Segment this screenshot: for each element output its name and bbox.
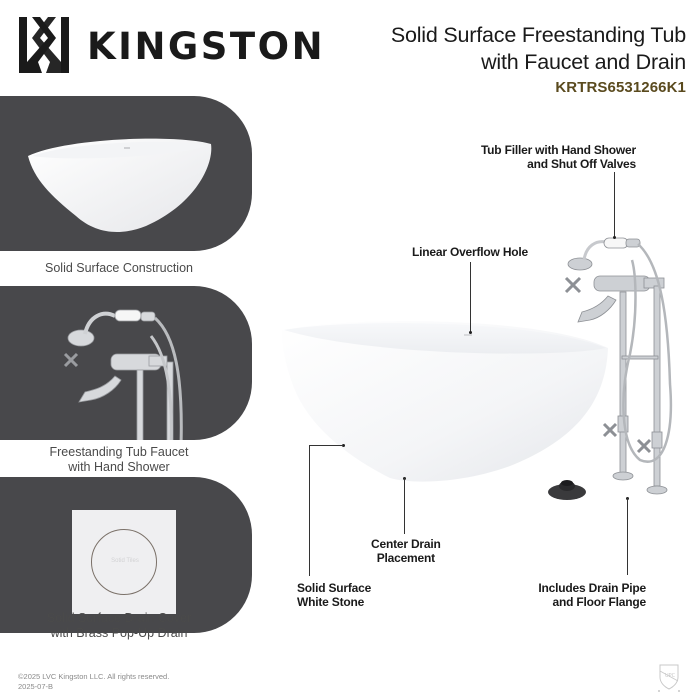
callout-text: Solid Surface xyxy=(297,581,372,595)
callout-center-drain: Center Drain Placement xyxy=(371,537,441,565)
leader-line xyxy=(404,478,405,534)
callout-text: and Floor Flange xyxy=(552,595,647,609)
product-title-line-2: with Faucet and Drain xyxy=(481,50,686,74)
callout-dot xyxy=(342,444,345,447)
model-number: KRTRS6531266K1 xyxy=(555,79,686,96)
callout-drain-pipe: Includes Drain Pipe and Floor Flange xyxy=(538,581,646,609)
leader-line xyxy=(614,172,615,237)
callout-dot xyxy=(613,236,616,239)
feature-label-line: Solid Surface Construction xyxy=(45,261,193,275)
feature-panel-construction xyxy=(0,96,252,251)
feature-label-construction: Solid Surface Construction xyxy=(0,261,238,276)
faucet-thumbnail-icon xyxy=(63,309,183,440)
feature-panel-drain-cover: Sotid Tiles xyxy=(0,477,252,633)
product-title-line-1: Solid Surface Freestanding Tub xyxy=(390,23,686,47)
drain-cover-engraving: Sotid Tiles xyxy=(111,558,139,564)
feature-label-drain-cover: Solid Surface Drain Cover with Brass Pop… xyxy=(0,611,238,641)
leader-line xyxy=(309,445,310,576)
feature-label-line: Solid Surface Drain Cover xyxy=(46,611,192,625)
drain-flange-image xyxy=(548,480,586,500)
kingston-monogram-icon xyxy=(19,17,69,73)
callout-text: and Shut Off Valves xyxy=(527,157,636,171)
drain-cover-image: Sotid Tiles xyxy=(72,510,176,614)
brand-name: KINGSTON xyxy=(87,25,326,68)
feature-panel-faucet xyxy=(0,286,252,440)
callout-text: White Stone xyxy=(297,595,365,609)
callout-overflow-hole: Linear Overflow Hole xyxy=(412,245,528,259)
callout-text: Tub Filler with Hand Shower xyxy=(480,143,636,157)
date-code: 2025-07-B xyxy=(18,682,54,691)
callout-text: Linear Overflow Hole xyxy=(412,245,529,259)
tub-thumbnail-icon xyxy=(28,138,212,232)
feature-label-faucet: Freestanding Tub Faucet with Hand Shower xyxy=(0,445,238,475)
callout-text: Placement xyxy=(376,551,435,565)
feature-label-line: Freestanding Tub Faucet xyxy=(49,445,189,459)
feature-label-line: with Brass Pop-Up Drain xyxy=(50,626,188,640)
main-tub-image xyxy=(282,321,608,482)
leader-line xyxy=(309,445,343,446)
cupc-certification-icon: UPC xyxy=(658,664,680,692)
copyright-notice: ©2025 LVC Kingston LLC. All rights reser… xyxy=(18,672,169,692)
main-faucet-image xyxy=(564,237,673,495)
callout-text: Center Drain xyxy=(371,537,441,551)
leader-line xyxy=(470,262,471,332)
svg-text:UPC: UPC xyxy=(665,673,676,679)
callout-text: Includes Drain Pipe xyxy=(538,581,646,595)
callout-tub-filler: Tub Filler with Hand Shower and Shut Off… xyxy=(481,143,636,171)
leader-line xyxy=(627,498,628,575)
drain-ring-icon: Sotid Tiles xyxy=(91,529,157,595)
feature-label-line: with Hand Shower xyxy=(68,460,170,474)
copyright-text: ©2025 LVC Kingston LLC. All rights reser… xyxy=(18,672,170,681)
product-title-block: Solid Surface Freestanding Tub with Fauc… xyxy=(391,22,686,96)
callout-dot xyxy=(469,331,472,334)
callout-white-stone: Solid Surface White Stone xyxy=(297,581,371,609)
